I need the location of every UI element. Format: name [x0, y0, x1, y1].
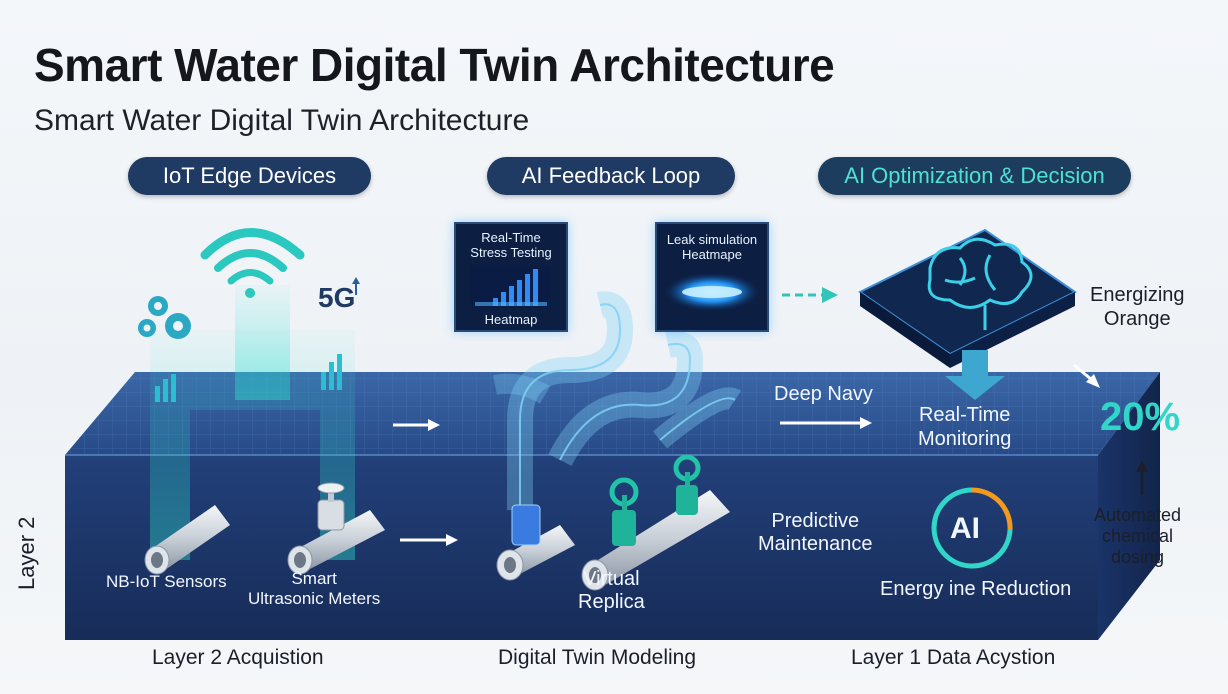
arrow-to-brain — [782, 287, 838, 303]
signal-beams — [150, 285, 355, 560]
main-title: Smart Water Digital Twin Architecture — [34, 39, 835, 91]
stress-testing-caption: Heatmap — [484, 312, 538, 327]
pipe-virtual-replica — [496, 454, 730, 591]
energizing-arrow — [1073, 363, 1100, 388]
leak-heatmap-glow — [662, 272, 762, 312]
wifi-icon — [200, 228, 305, 298]
gear-icon — [138, 296, 191, 339]
footer-digital-twin-modeling: Digital Twin Modeling — [498, 646, 697, 669]
pipe-smart-meter — [287, 482, 385, 575]
leak-simulation-panel: Leak simulation Heatmape — [655, 222, 769, 332]
header-iot-edge-devices: IoT Edge Devices — [128, 157, 371, 195]
nb-iot-sensors-label: NB-IoT Sensors — [106, 572, 227, 591]
virtual-replica-label: Virtual Replica — [578, 568, 645, 613]
signal-bars-icon — [155, 354, 342, 402]
header-ai-optimization: AI Optimization & Decision — [818, 157, 1131, 195]
ai-badge-label: AI — [950, 512, 980, 545]
subtitle: Smart Water Digital Twin Architecture — [34, 104, 530, 137]
footer-layer-2-acquisition: Layer 2 Acquistion — [152, 646, 324, 669]
dosing-up-arrow — [1136, 460, 1148, 495]
flow-arrows — [393, 417, 872, 546]
ai-brain-panel — [858, 228, 1077, 368]
stress-testing-title: Real-Time Stress Testing — [470, 230, 552, 260]
predictive-maintenance-label: Predictive Maintenance — [758, 510, 873, 555]
automated-chemical-dosing-label: Automated chemical dosing — [1094, 505, 1182, 567]
smart-ultrasonic-meters-label: Smart Ultrasonic Meters — [248, 569, 381, 608]
deep-navy-label: Deep Navy — [774, 383, 873, 405]
virtual-pipe-wireframe — [493, 291, 742, 510]
ai-ring-icon — [931, 487, 1013, 569]
brain-down-arrow — [945, 350, 1005, 400]
energizing-orange-label: Energizing Orange — [1090, 284, 1185, 330]
real-time-monitoring-label: Real-Time Monitoring — [918, 404, 1012, 450]
fiveg-label: 5G — [318, 282, 356, 313]
pipe-nb-iot — [144, 505, 230, 575]
percent-20-label: 20% — [1100, 395, 1181, 439]
fiveg-up-arrow — [352, 277, 360, 295]
energy-reduction-label: Energy ine Reduction — [880, 578, 1072, 600]
footer-layer-1-data: Layer 1 Data Acystion — [851, 646, 1056, 669]
header-ai-feedback-loop: AI Feedback Loop — [487, 157, 735, 195]
layer-2-side-label: Layer 2 — [14, 516, 39, 590]
stress-bars-chart — [471, 266, 551, 308]
leak-simulation-title: Leak simulation Heatmape — [666, 232, 758, 262]
stress-testing-panel: Real-Time Stress Testing Heatmap — [454, 222, 568, 332]
